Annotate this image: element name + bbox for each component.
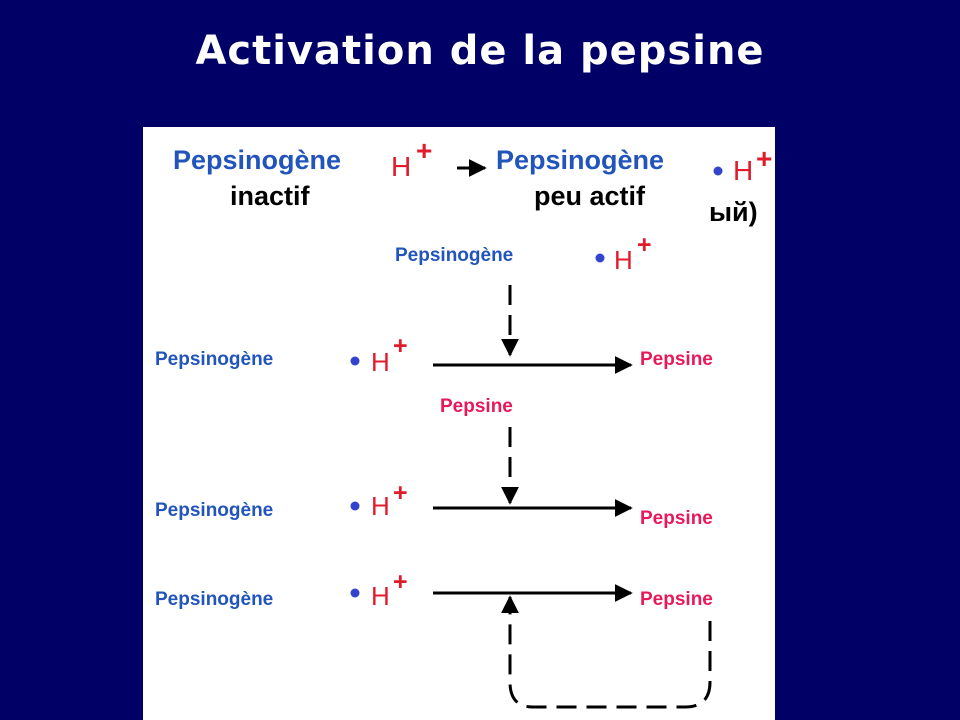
- row2-plus: +: [393, 332, 408, 360]
- top-h-ion-2: H: [733, 155, 754, 186]
- row1-h-ion: H: [614, 245, 633, 275]
- row2-h-ion: H: [371, 347, 390, 377]
- top-right-state: peu actif: [534, 181, 646, 211]
- row2-dot: [350, 356, 360, 366]
- top-plus-1: +: [416, 135, 433, 166]
- flow-arrows: [350, 159, 723, 709]
- row3-plus: +: [393, 479, 408, 507]
- slide-title: Activation de la pepsine: [195, 28, 765, 74]
- middle-pepsin: Pepsine: [440, 396, 513, 417]
- top-left-state: inactif: [230, 181, 310, 211]
- row4-pepsin: Pepsine: [640, 589, 713, 610]
- row1-dot: [595, 253, 605, 263]
- diagram-panel: Pepsinogène inactif H + Pepsinogène peu …: [143, 127, 775, 720]
- row2-pepsinogen: Pepsinogène: [155, 349, 274, 370]
- row4-h-ion: H: [371, 581, 390, 611]
- feedback-loop: [501, 595, 712, 709]
- top-residual-text: ый): [709, 197, 758, 227]
- row3-pepsinogen: Pepsinogène: [155, 500, 274, 521]
- top-plus-2: +: [756, 143, 773, 174]
- top-left-pepsinogen: Pepsinogène: [173, 145, 342, 175]
- row3-pepsin: Pepsine: [640, 508, 713, 529]
- top-h-ion-1: H: [391, 151, 412, 182]
- row4-plus: +: [393, 568, 408, 596]
- row2-pepsin: Pepsine: [640, 349, 713, 370]
- row3-h-ion: H: [371, 491, 390, 521]
- row3-dot: [350, 501, 360, 511]
- top-right-pepsinogen: Pepsinogène: [496, 145, 665, 175]
- row1-plus: +: [637, 231, 652, 259]
- top-dot: [713, 166, 723, 176]
- row1-pepsinogen: Pepsinogène: [395, 245, 514, 266]
- row4-pepsinogen: Pepsinogène: [155, 589, 274, 610]
- row4-dot: [350, 588, 360, 598]
